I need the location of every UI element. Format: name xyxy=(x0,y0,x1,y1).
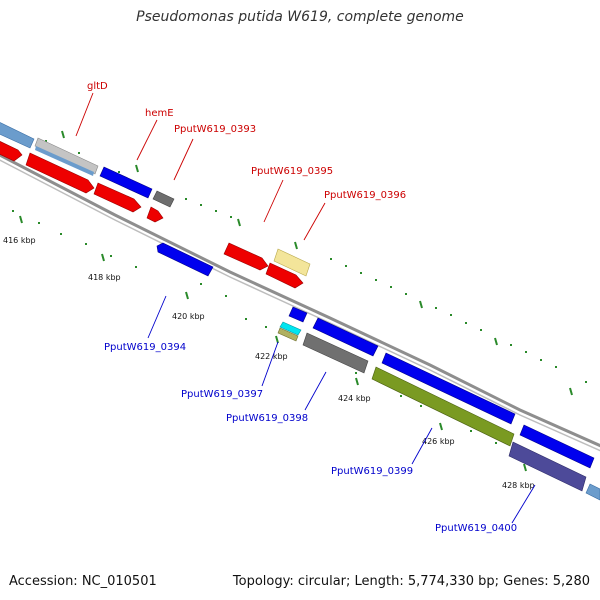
gene-label-0398: PputW619_0398 xyxy=(226,413,308,424)
gene-arrow xyxy=(93,182,142,213)
gene-label-0397: PputW619_0397 xyxy=(181,389,263,400)
outer-tick-marks xyxy=(61,130,573,396)
tick-label: 420 kbp xyxy=(172,312,205,321)
tick-label: 424 kbp xyxy=(338,394,371,403)
gene-arrow xyxy=(312,317,379,357)
backbone-outer xyxy=(0,153,600,448)
gene-arrow xyxy=(288,306,308,323)
gene-arrow xyxy=(371,366,515,447)
gene-arrow xyxy=(152,190,175,208)
gene-arrow xyxy=(585,483,600,501)
gene-arrow xyxy=(223,242,269,271)
gene-arrow xyxy=(0,141,23,162)
gene-arrow xyxy=(519,424,595,469)
page-title: Pseudomonas putida W619, complete genome xyxy=(136,9,464,25)
tick-label: 426 kbp xyxy=(422,437,455,446)
red-strand-genes xyxy=(0,141,311,289)
tick-label: 416 kbp xyxy=(3,236,36,245)
inner-tick-marks xyxy=(19,215,527,472)
gene-label-0393: PputW619_0393 xyxy=(174,124,256,135)
gene-arrow xyxy=(34,137,99,175)
gene-arrow xyxy=(35,146,94,176)
gene-label-0396: PputW619_0396 xyxy=(324,190,406,201)
gene-arrow xyxy=(508,441,587,492)
label-leader-lines xyxy=(75,92,536,524)
inner-strand-genes xyxy=(156,242,595,492)
gene-arrow xyxy=(146,206,164,223)
gene-arrow xyxy=(0,122,35,149)
gene-label-0400: PputW619_0400 xyxy=(435,523,517,534)
gene-arrow xyxy=(273,248,311,277)
gene-label-0394: PputW619_0394 xyxy=(104,342,186,353)
topology-text: Topology: circular; Length: 5,774,330 bp… xyxy=(232,574,590,589)
gene-label-0395: PputW619_0395 xyxy=(251,166,333,177)
accession-text: Accession: NC_010501 xyxy=(9,574,157,589)
gene-arrow xyxy=(156,242,214,277)
gene-arrow xyxy=(302,332,369,374)
gene-arrow xyxy=(381,352,516,425)
outer-dotted-ring xyxy=(15,131,587,383)
outer-strand-genes xyxy=(0,122,600,501)
gene-arrow xyxy=(25,152,95,194)
gene-label-heme: hemE xyxy=(145,108,174,119)
gene-arrow xyxy=(99,166,153,199)
tick-label: 428 kbp xyxy=(502,481,535,490)
gene-label-0399: PputW619_0399 xyxy=(331,466,413,477)
gene-arrow xyxy=(279,321,302,336)
gene-arrow xyxy=(265,262,304,289)
tick-label: 418 kbp xyxy=(88,273,121,282)
backbone-inner xyxy=(0,159,600,452)
gene-arrow xyxy=(277,327,299,342)
tick-label: 422 kbp xyxy=(255,352,288,361)
inner-dotted-ring xyxy=(12,210,577,481)
gene-label-gltd: gltD xyxy=(87,81,108,92)
